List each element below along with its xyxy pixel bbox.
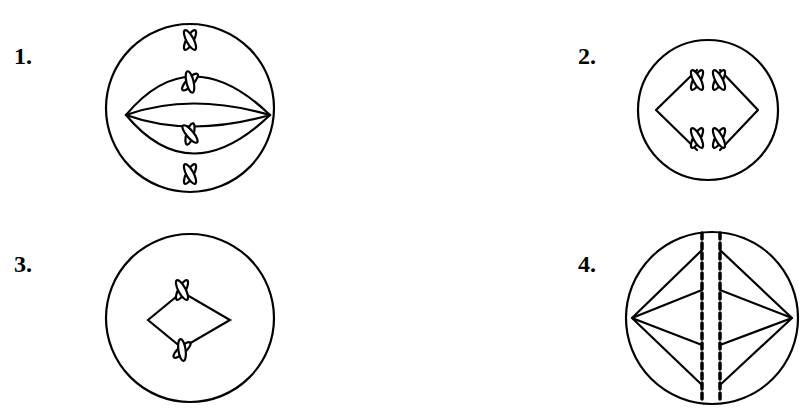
cell-membrane <box>106 24 274 192</box>
figure-number: 4. <box>578 252 596 276</box>
chromosome <box>182 163 199 186</box>
spindle <box>656 70 758 150</box>
chromosome <box>179 69 201 95</box>
spindle-fibre <box>720 250 792 385</box>
cell-3 <box>106 234 274 402</box>
chromosome <box>170 336 193 363</box>
chromosome <box>174 279 191 302</box>
figure-number: 1. <box>14 44 32 68</box>
chromosome <box>711 69 728 92</box>
chromosome <box>689 127 706 150</box>
figure-number: 2. <box>578 44 596 68</box>
spindle-fibre <box>632 250 702 385</box>
cell-membrane <box>638 40 778 180</box>
cell-2 <box>638 40 778 180</box>
cell-1 <box>106 24 274 192</box>
chromosome <box>182 29 199 52</box>
chromosome <box>179 121 200 147</box>
cell-membrane <box>626 232 798 404</box>
chromosome <box>711 127 728 150</box>
spindle <box>126 77 270 154</box>
chromosome <box>689 69 706 92</box>
figure-number: 3. <box>14 252 32 276</box>
spindle-fibre <box>126 104 270 127</box>
spindle <box>148 292 230 348</box>
cell-membrane <box>106 234 274 402</box>
chromosome-plate <box>702 233 720 403</box>
cell-4 <box>626 232 798 404</box>
